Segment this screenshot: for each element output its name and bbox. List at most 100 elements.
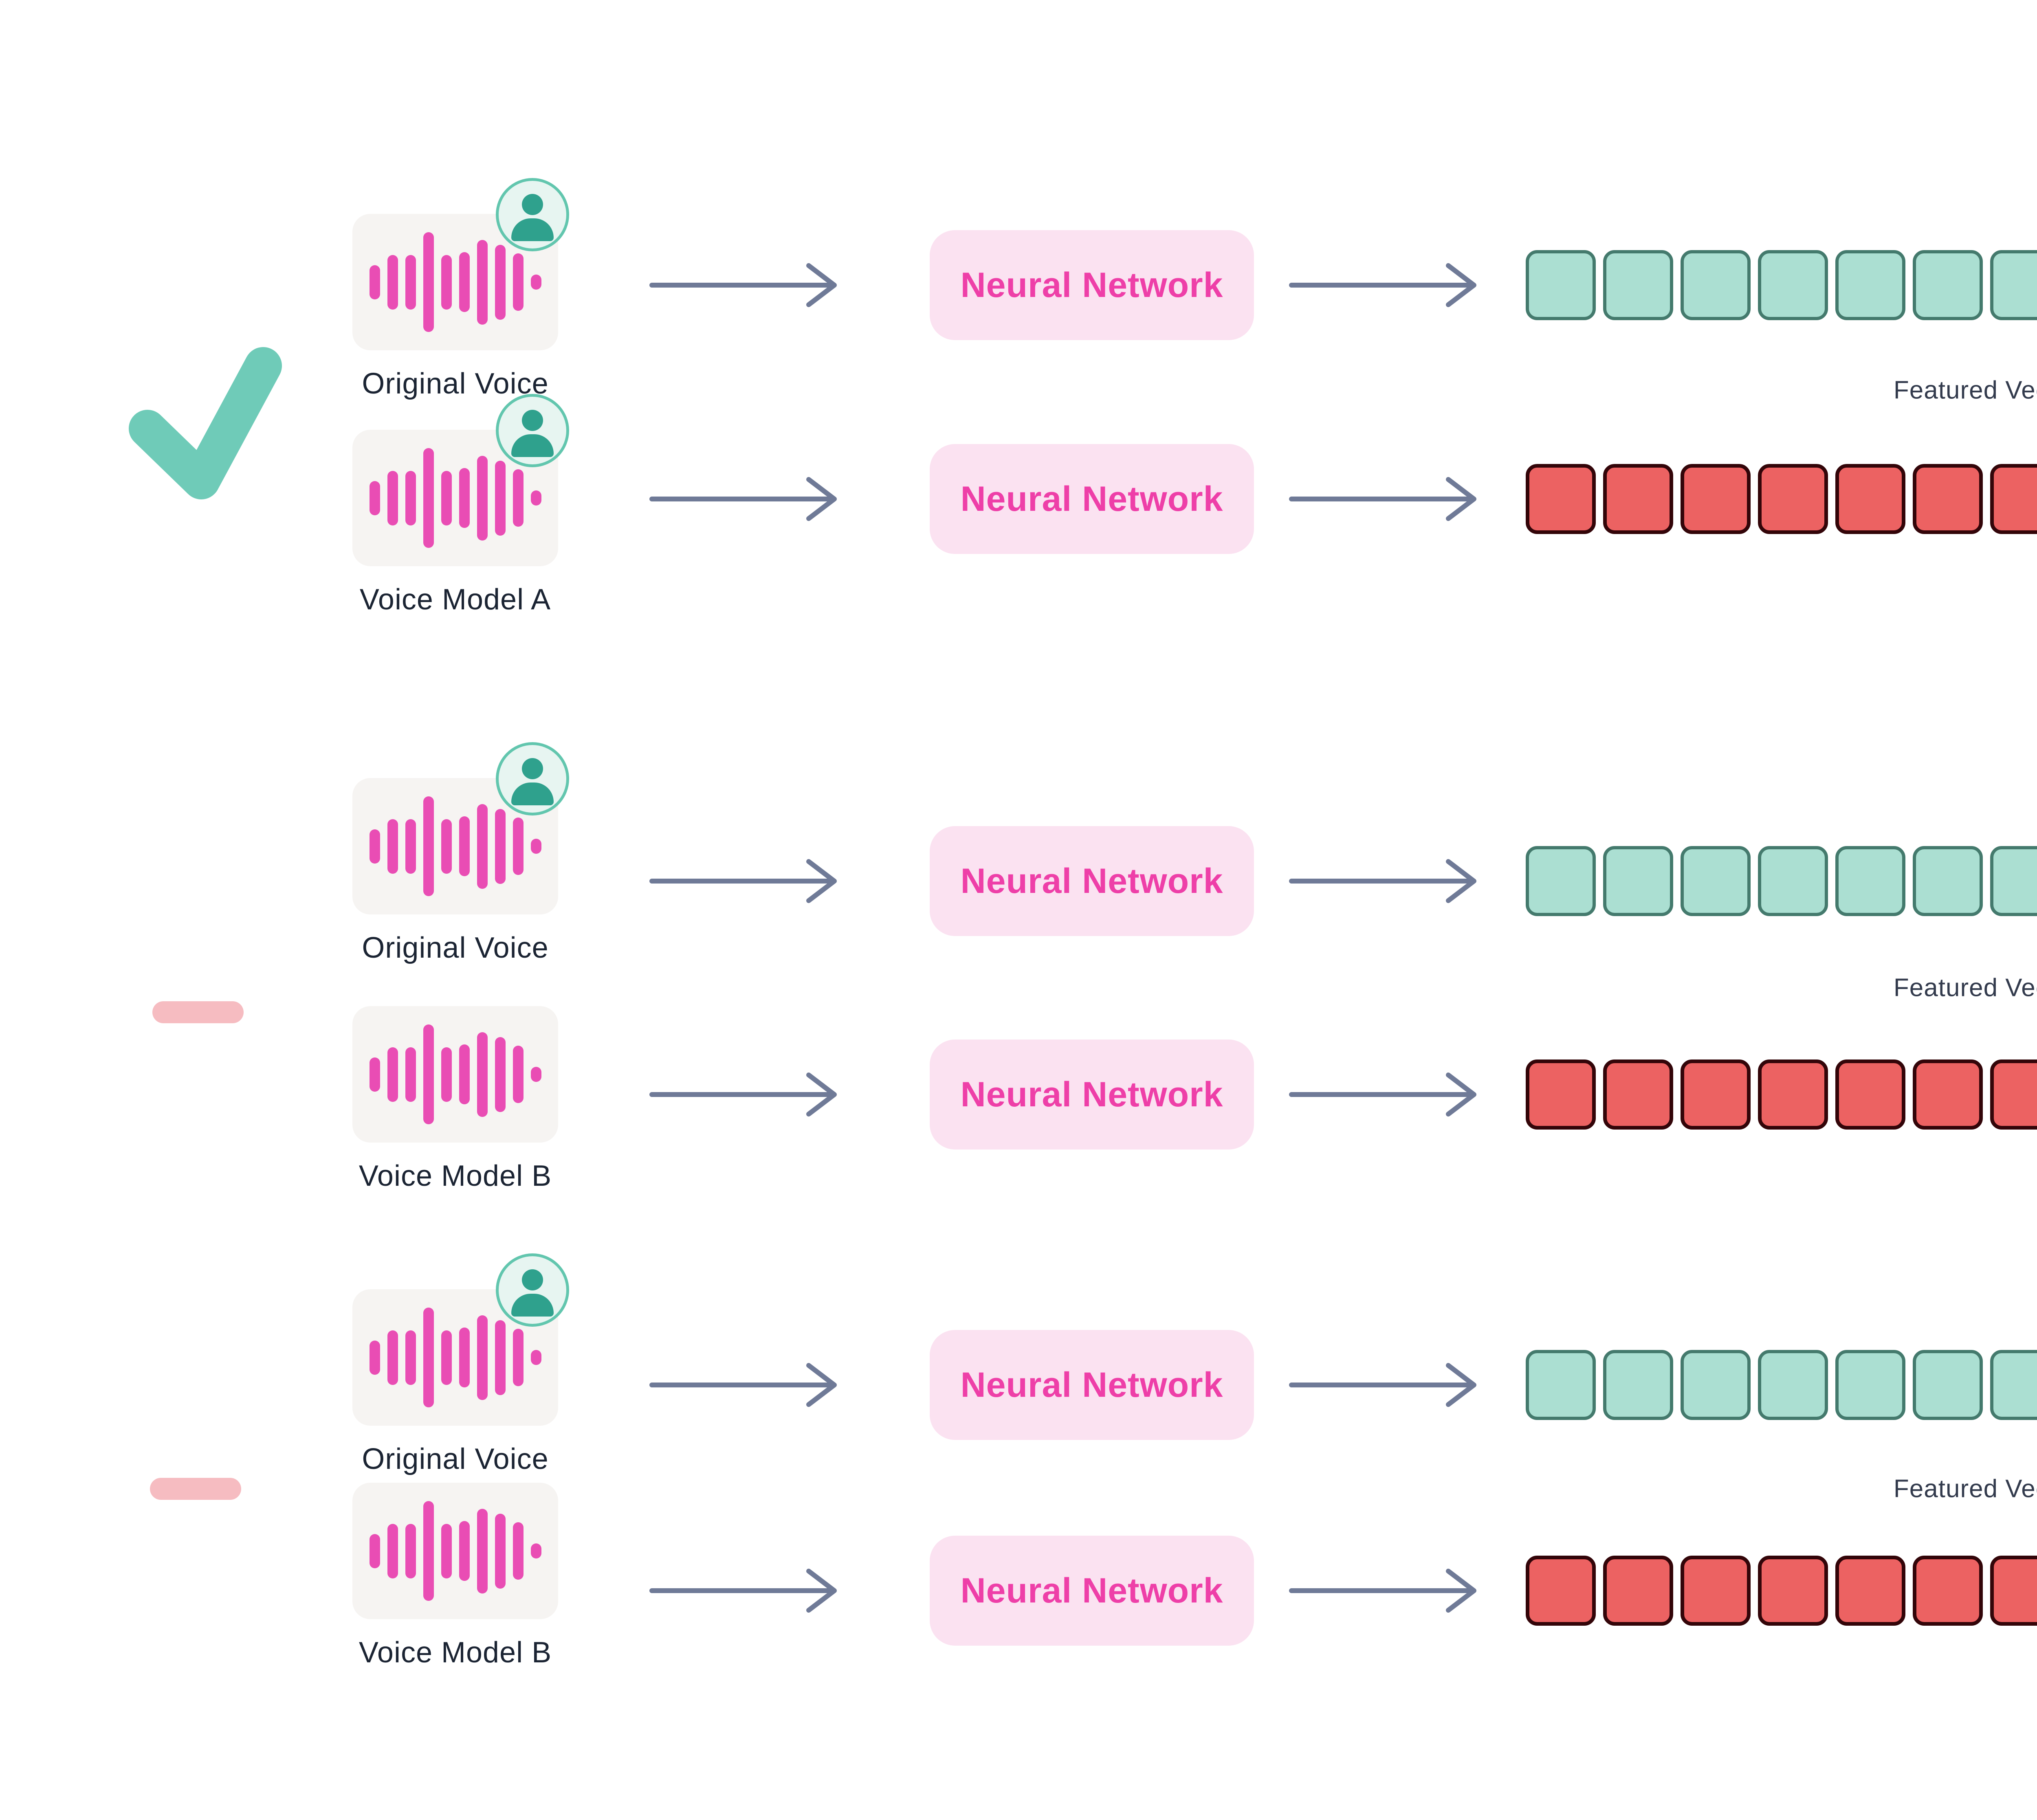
featured-vector-label: Featured Vector bbox=[1893, 376, 2037, 404]
waveform-bar bbox=[530, 839, 541, 854]
minus-icon bbox=[150, 1478, 241, 1500]
person-icon bbox=[522, 1269, 543, 1290]
waveform-bar bbox=[477, 1315, 488, 1400]
waveform-bar bbox=[530, 490, 541, 506]
vector-cell-red bbox=[1990, 1556, 2037, 1626]
person-icon bbox=[522, 758, 543, 779]
vector-cell-red bbox=[1526, 1556, 1596, 1626]
vector-cell-red bbox=[1681, 1556, 1751, 1626]
vector-cell-red bbox=[1758, 1059, 1828, 1130]
arrow-right-icon bbox=[649, 263, 1476, 1613]
waveform-bar bbox=[495, 1513, 506, 1589]
vector-cell-red bbox=[1835, 1059, 1905, 1130]
vector-cell-red bbox=[1835, 1556, 1905, 1626]
waveform-bar bbox=[459, 1328, 470, 1387]
waveform-bar bbox=[477, 455, 488, 541]
vector-cell-red bbox=[1603, 464, 1673, 534]
waveform-bar bbox=[423, 1501, 434, 1601]
vector-cell-teal bbox=[1758, 1350, 1828, 1420]
voice-block-model-a: Voice Model A bbox=[352, 394, 569, 614]
waveform-bar bbox=[530, 1350, 541, 1365]
waveform-bar bbox=[387, 1047, 398, 1102]
person-badge bbox=[496, 394, 569, 467]
vector-cell-teal bbox=[1681, 846, 1751, 916]
person-icon bbox=[522, 410, 543, 431]
vector-cell-red bbox=[1913, 1059, 1983, 1130]
vector-cell-red bbox=[1526, 464, 1596, 534]
check-icon bbox=[129, 347, 282, 499]
person-badge bbox=[496, 1253, 569, 1327]
vector-cell-teal bbox=[1526, 846, 1596, 916]
waveform-bar bbox=[477, 1508, 488, 1594]
waveform-bar bbox=[423, 1024, 434, 1124]
voice-label: Voice Model B bbox=[359, 1636, 552, 1669]
waveform-bar bbox=[441, 1523, 452, 1578]
waveform-icon bbox=[352, 1253, 569, 1426]
waveform-bars bbox=[369, 1308, 541, 1407]
vector-cell-teal bbox=[1758, 250, 1828, 320]
waveform-bars bbox=[369, 232, 541, 332]
feature-vector-row-red bbox=[1526, 464, 2037, 534]
vector-cell-teal bbox=[1990, 846, 2037, 916]
waveform-bar bbox=[405, 1047, 416, 1102]
waveform-bar bbox=[405, 1330, 416, 1385]
vector-cell-red bbox=[1603, 1059, 1673, 1130]
waveform-bars bbox=[369, 796, 541, 896]
waveform-bar bbox=[459, 252, 470, 312]
vector-cell-teal bbox=[1603, 1350, 1673, 1420]
waveform-bar bbox=[459, 1521, 470, 1581]
waveform-bar bbox=[459, 816, 470, 876]
vector-cell-red bbox=[1913, 1556, 1983, 1626]
waveform-bar bbox=[441, 1330, 452, 1385]
waveform-bar bbox=[530, 1067, 541, 1082]
waveform-bar bbox=[477, 804, 488, 889]
person-badge bbox=[496, 178, 569, 251]
waveform-bar bbox=[369, 829, 380, 864]
feature-vector-row-red bbox=[1526, 1059, 2037, 1130]
waveform-bar bbox=[495, 1037, 506, 1112]
feature-vector-row-teal bbox=[1526, 250, 2037, 320]
vector-cell-teal bbox=[1758, 846, 1828, 916]
waveform-bar bbox=[387, 1523, 398, 1578]
featured-vector-label: Featured Vector bbox=[1893, 974, 2037, 1002]
vector-cell-teal bbox=[1835, 250, 1905, 320]
waveform-bars bbox=[369, 1024, 541, 1124]
vector-cell-red bbox=[1990, 1059, 2037, 1130]
vector-cell-red bbox=[1758, 464, 1828, 534]
neural-network-box: Neural Network bbox=[930, 1330, 1254, 1440]
waveform-bar bbox=[530, 275, 541, 290]
vector-cell-teal bbox=[1913, 846, 1983, 916]
featured-vector-label: Featured Vector bbox=[1893, 1475, 2037, 1503]
vector-cell-teal bbox=[1681, 250, 1751, 320]
waveform-bar bbox=[369, 1057, 380, 1092]
waveform-bar bbox=[459, 1044, 470, 1104]
waveform-bars bbox=[369, 448, 541, 548]
waveform-icon bbox=[352, 1483, 558, 1619]
waveform-bar bbox=[369, 1340, 380, 1375]
waveform-bar bbox=[423, 448, 434, 548]
vector-cell-red bbox=[1758, 1556, 1828, 1626]
waveform-icon bbox=[352, 1006, 558, 1143]
waveform-bar bbox=[441, 1047, 452, 1102]
waveform-bar bbox=[387, 819, 398, 874]
voice-block-original-1: Original Voice bbox=[352, 178, 569, 398]
waveform-bar bbox=[369, 481, 380, 515]
waveform-bar bbox=[405, 819, 416, 874]
neural-network-box: Neural Network bbox=[930, 230, 1254, 340]
waveform-bar bbox=[441, 819, 452, 874]
waveform-bar bbox=[513, 1046, 524, 1103]
neural-network-box: Neural Network bbox=[930, 826, 1254, 936]
minus-icon bbox=[152, 1001, 244, 1023]
feature-vector-row-teal bbox=[1526, 846, 2037, 916]
waveform-bar bbox=[495, 244, 506, 320]
vector-cell-teal bbox=[1603, 846, 1673, 916]
person-badge bbox=[496, 742, 569, 815]
vector-cell-teal bbox=[1990, 250, 2037, 320]
voice-label: Original Voice bbox=[362, 1443, 549, 1475]
waveform-bar bbox=[530, 1543, 541, 1558]
vector-cell-red bbox=[1526, 1059, 1596, 1130]
waveform-bar bbox=[513, 253, 524, 311]
waveform-bar bbox=[387, 255, 398, 310]
waveform-bar bbox=[387, 1330, 398, 1385]
